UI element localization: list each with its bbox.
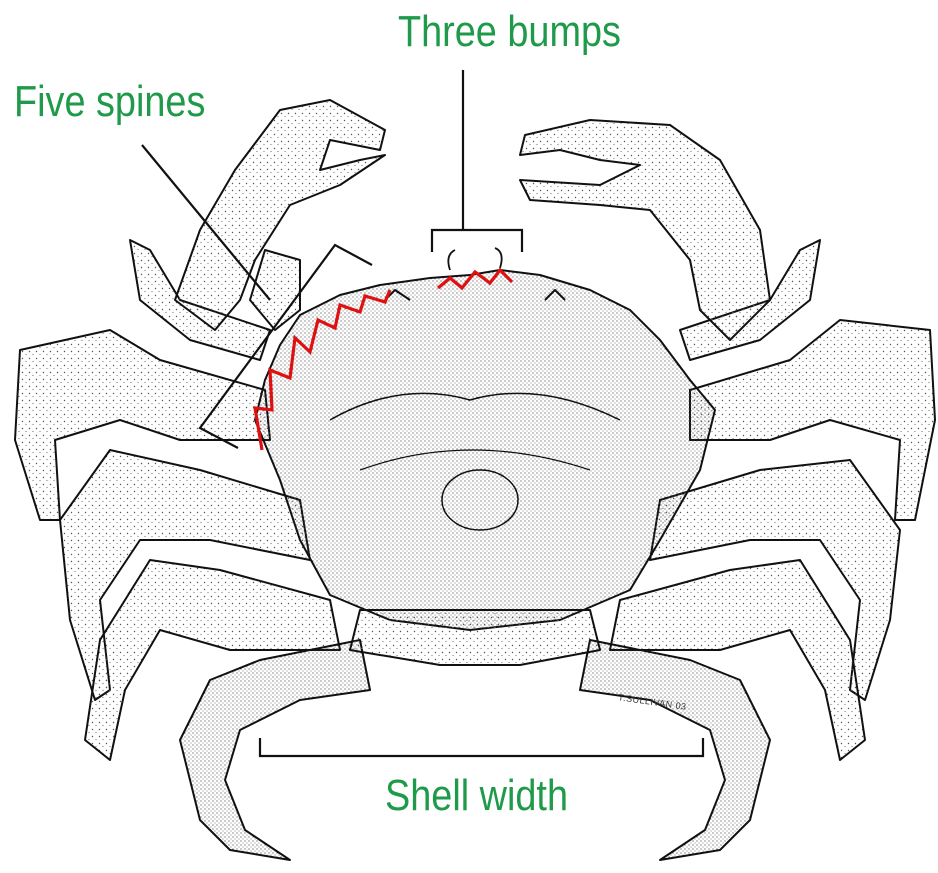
five-spines-label: Five spines — [14, 80, 205, 124]
three-bumps-label: Three bumps — [398, 10, 621, 54]
antennae — [448, 248, 501, 270]
shell-width-bracket — [260, 738, 703, 756]
left-swimming-leg — [180, 640, 370, 860]
abdomen — [350, 610, 600, 665]
shell-width-label: Shell width — [385, 774, 568, 818]
three-bumps-bracket — [432, 70, 522, 252]
right-swimming-leg — [580, 640, 770, 860]
